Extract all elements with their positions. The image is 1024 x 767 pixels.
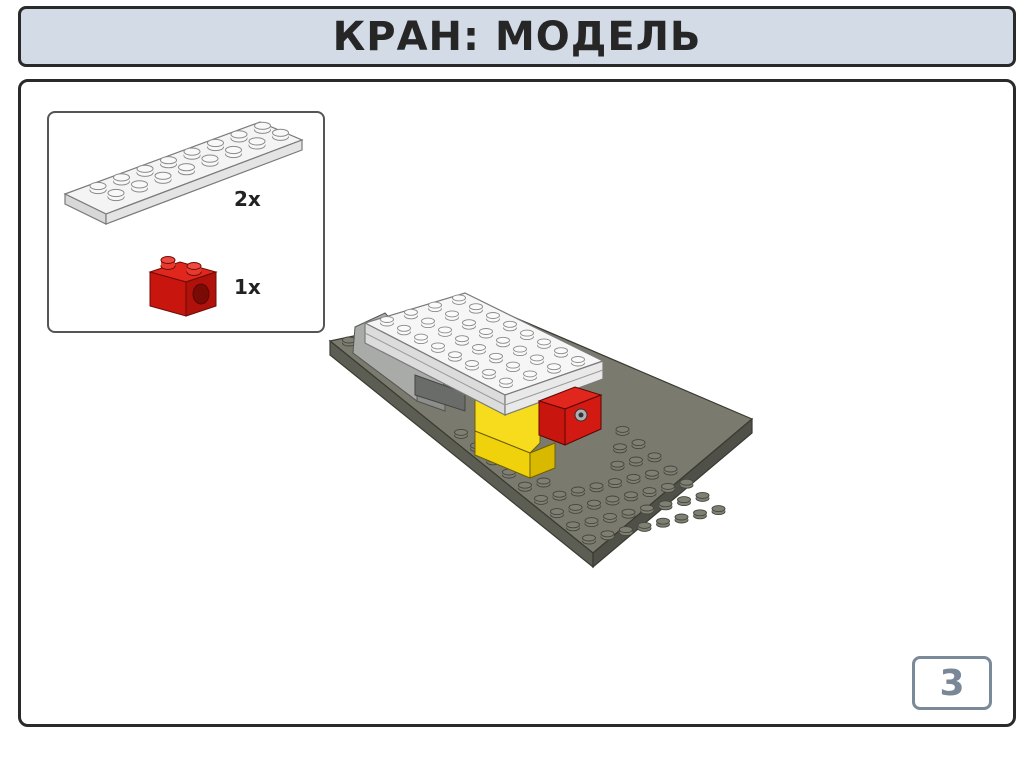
- stud: [272, 128, 289, 141]
- stud: [452, 294, 466, 305]
- red-brick-quantity: 1x: [234, 275, 261, 299]
- stud: [582, 534, 596, 545]
- stud: [677, 496, 691, 507]
- stud: [107, 188, 125, 202]
- stud: [624, 491, 638, 502]
- stud: [695, 491, 710, 502]
- stud: [482, 368, 496, 380]
- stud: [530, 354, 544, 365]
- stud: [613, 443, 627, 454]
- page-number-box: 3: [912, 656, 992, 710]
- stud: [608, 478, 622, 489]
- stud: [414, 333, 428, 345]
- stud: [479, 328, 493, 339]
- stud: [600, 530, 615, 541]
- stud: [431, 342, 445, 353]
- stud: [658, 500, 673, 511]
- title-bar: КРАН: МОДЕЛЬ: [18, 6, 1016, 67]
- stud: [568, 503, 583, 514]
- stud: [380, 316, 394, 327]
- stud: [661, 482, 675, 493]
- stud: [183, 147, 201, 160]
- stud: [520, 329, 534, 341]
- stud: [438, 326, 452, 337]
- stud: [254, 121, 271, 134]
- stud: [428, 301, 442, 313]
- stud: [421, 317, 435, 329]
- stud: [552, 490, 567, 501]
- stud: [518, 481, 532, 492]
- stud: [656, 517, 670, 528]
- stud: [496, 336, 510, 348]
- stud: [445, 310, 459, 321]
- stud: [513, 345, 527, 357]
- stud: [642, 487, 657, 498]
- stud: [397, 324, 411, 336]
- stud: [626, 473, 641, 484]
- stud: [136, 164, 154, 177]
- page-number: 3: [939, 662, 965, 704]
- stud: [647, 452, 662, 463]
- stud: [472, 344, 486, 355]
- stud: [693, 509, 707, 520]
- stud: [566, 521, 580, 532]
- stud: [621, 508, 636, 519]
- stud: [536, 477, 551, 488]
- stud: [506, 361, 520, 373]
- stud: [160, 156, 177, 169]
- stud: [486, 312, 500, 323]
- stud: [454, 428, 468, 439]
- stud: [465, 360, 479, 371]
- stud: [537, 338, 551, 349]
- white-plate-part-image: [63, 121, 304, 225]
- stud: [587, 499, 601, 510]
- stud: [448, 351, 462, 362]
- stud: [131, 180, 148, 193]
- stud: [603, 512, 617, 523]
- stud: [610, 460, 625, 471]
- stud: [225, 145, 242, 159]
- red-brick-part-image: [148, 256, 218, 317]
- stud: [589, 482, 604, 493]
- stud: [503, 320, 517, 332]
- stud: [469, 303, 483, 314]
- stud: [462, 319, 476, 330]
- stud: [629, 456, 643, 467]
- stud: [201, 154, 219, 167]
- stud: [554, 347, 568, 358]
- stud: [207, 138, 224, 152]
- stud: [178, 163, 195, 176]
- stud: [631, 439, 646, 450]
- stud: [404, 308, 418, 320]
- stud: [605, 495, 620, 506]
- white-plate-quantity: 2x: [234, 187, 261, 211]
- stud: [248, 137, 266, 150]
- stud: [645, 469, 659, 480]
- stud: [550, 508, 564, 519]
- stud: [711, 505, 726, 516]
- stud: [154, 171, 172, 184]
- stud: [455, 335, 469, 346]
- stud: [113, 173, 130, 186]
- stud: [523, 370, 537, 381]
- stud: [571, 356, 585, 367]
- stud: [230, 130, 248, 143]
- stud: [89, 181, 107, 195]
- crane-model-illustration: [328, 292, 754, 569]
- stud: [571, 486, 585, 497]
- stud: [499, 377, 513, 389]
- stud: [679, 478, 694, 489]
- stud: [640, 504, 654, 515]
- stud: [663, 465, 678, 476]
- stud: [534, 494, 548, 505]
- stud: [615, 425, 630, 436]
- stud: [547, 363, 561, 374]
- stud: [637, 521, 652, 532]
- page-title: КРАН: МОДЕЛЬ: [332, 13, 702, 60]
- stud: [584, 517, 599, 528]
- stud: [619, 526, 633, 537]
- stud: [674, 513, 689, 524]
- stud: [489, 352, 503, 364]
